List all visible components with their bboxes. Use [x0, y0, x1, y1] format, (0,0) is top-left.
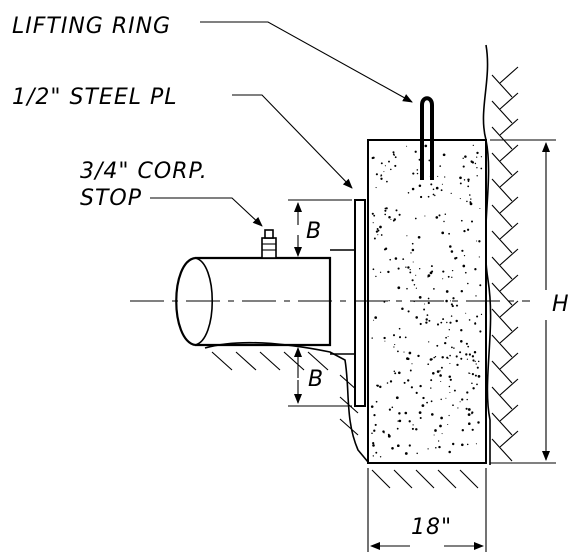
soil-hatching-left [204, 342, 369, 463]
dim-h-label: H [552, 292, 570, 317]
dim-b-top-label: B [306, 219, 322, 244]
soil-hatching-right [482, 44, 519, 465]
corp-stop-fitting [261, 229, 277, 259]
dimension-b-top: B [288, 199, 352, 257]
steel-plate [354, 199, 366, 407]
dimension-width: 18" [367, 468, 487, 552]
leader-corp-stop: 3/4" CORP. STOP [80, 159, 263, 227]
steel-plate-label: 1/2" STEEL PL [12, 85, 178, 110]
corp-stop-label-line2: STOP [80, 186, 142, 211]
dimension-b-bottom: B [288, 347, 352, 407]
pipe [175, 249, 356, 355]
leader-lifting-ring: LIFTING RING [12, 14, 413, 103]
corp-stop-label-line1: 3/4" CORP. [80, 159, 208, 184]
dimension-h: H [490, 139, 570, 464]
dim-b-bottom-label: B [308, 367, 324, 392]
dim-width-label: 18" [411, 515, 452, 540]
leader-steel-plate: 1/2" STEEL PL [12, 85, 353, 189]
lifting-ring [420, 96, 434, 180]
lifting-ring-label: LIFTING RING [12, 14, 171, 39]
soil-hatching-bottom [371, 469, 479, 489]
